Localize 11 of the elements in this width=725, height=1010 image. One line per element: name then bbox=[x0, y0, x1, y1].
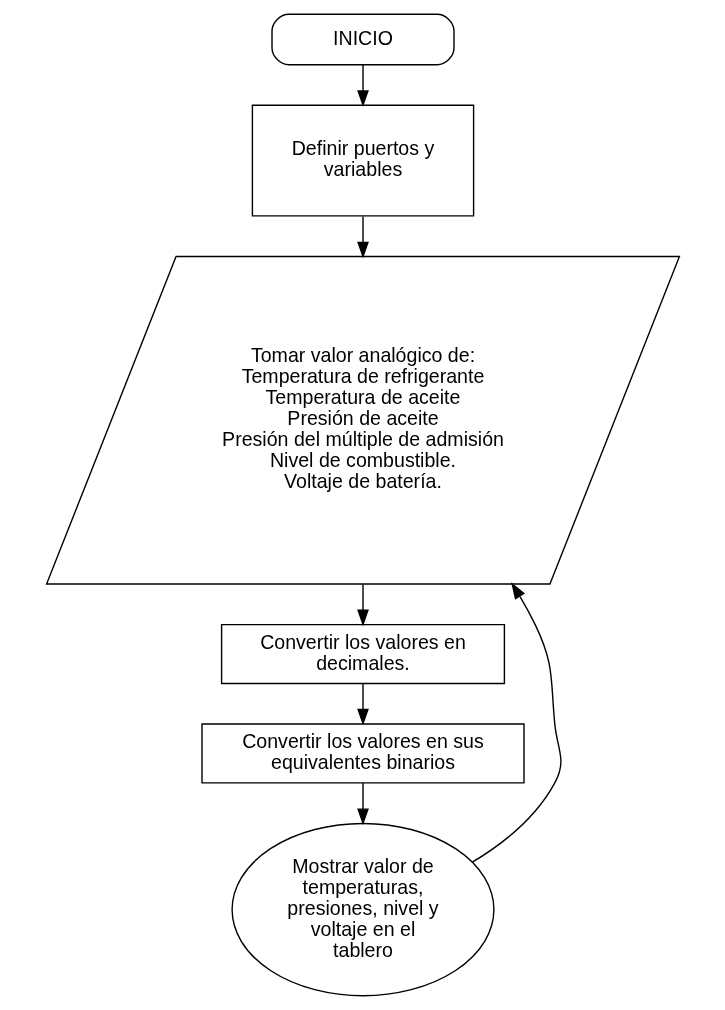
arrow bbox=[356, 683, 369, 726]
arrow bbox=[356, 64, 369, 108]
node-box: Definir puertos y variables bbox=[251, 104, 474, 217]
node-box: INICIO bbox=[270, 13, 455, 66]
arrow bbox=[356, 215, 369, 259]
node-ellipse: Mostrar valor de temperaturas, presiones, nivel y voltaje en el tablero bbox=[230, 822, 495, 997]
arrow bbox=[356, 782, 369, 826]
node-box: Convertir los valores en sus equivalentes binarios bbox=[200, 723, 525, 784]
node-box: Convertir los valores en decimales. bbox=[220, 623, 505, 685]
arrow bbox=[356, 583, 369, 627]
arrow bbox=[471, 582, 562, 863]
